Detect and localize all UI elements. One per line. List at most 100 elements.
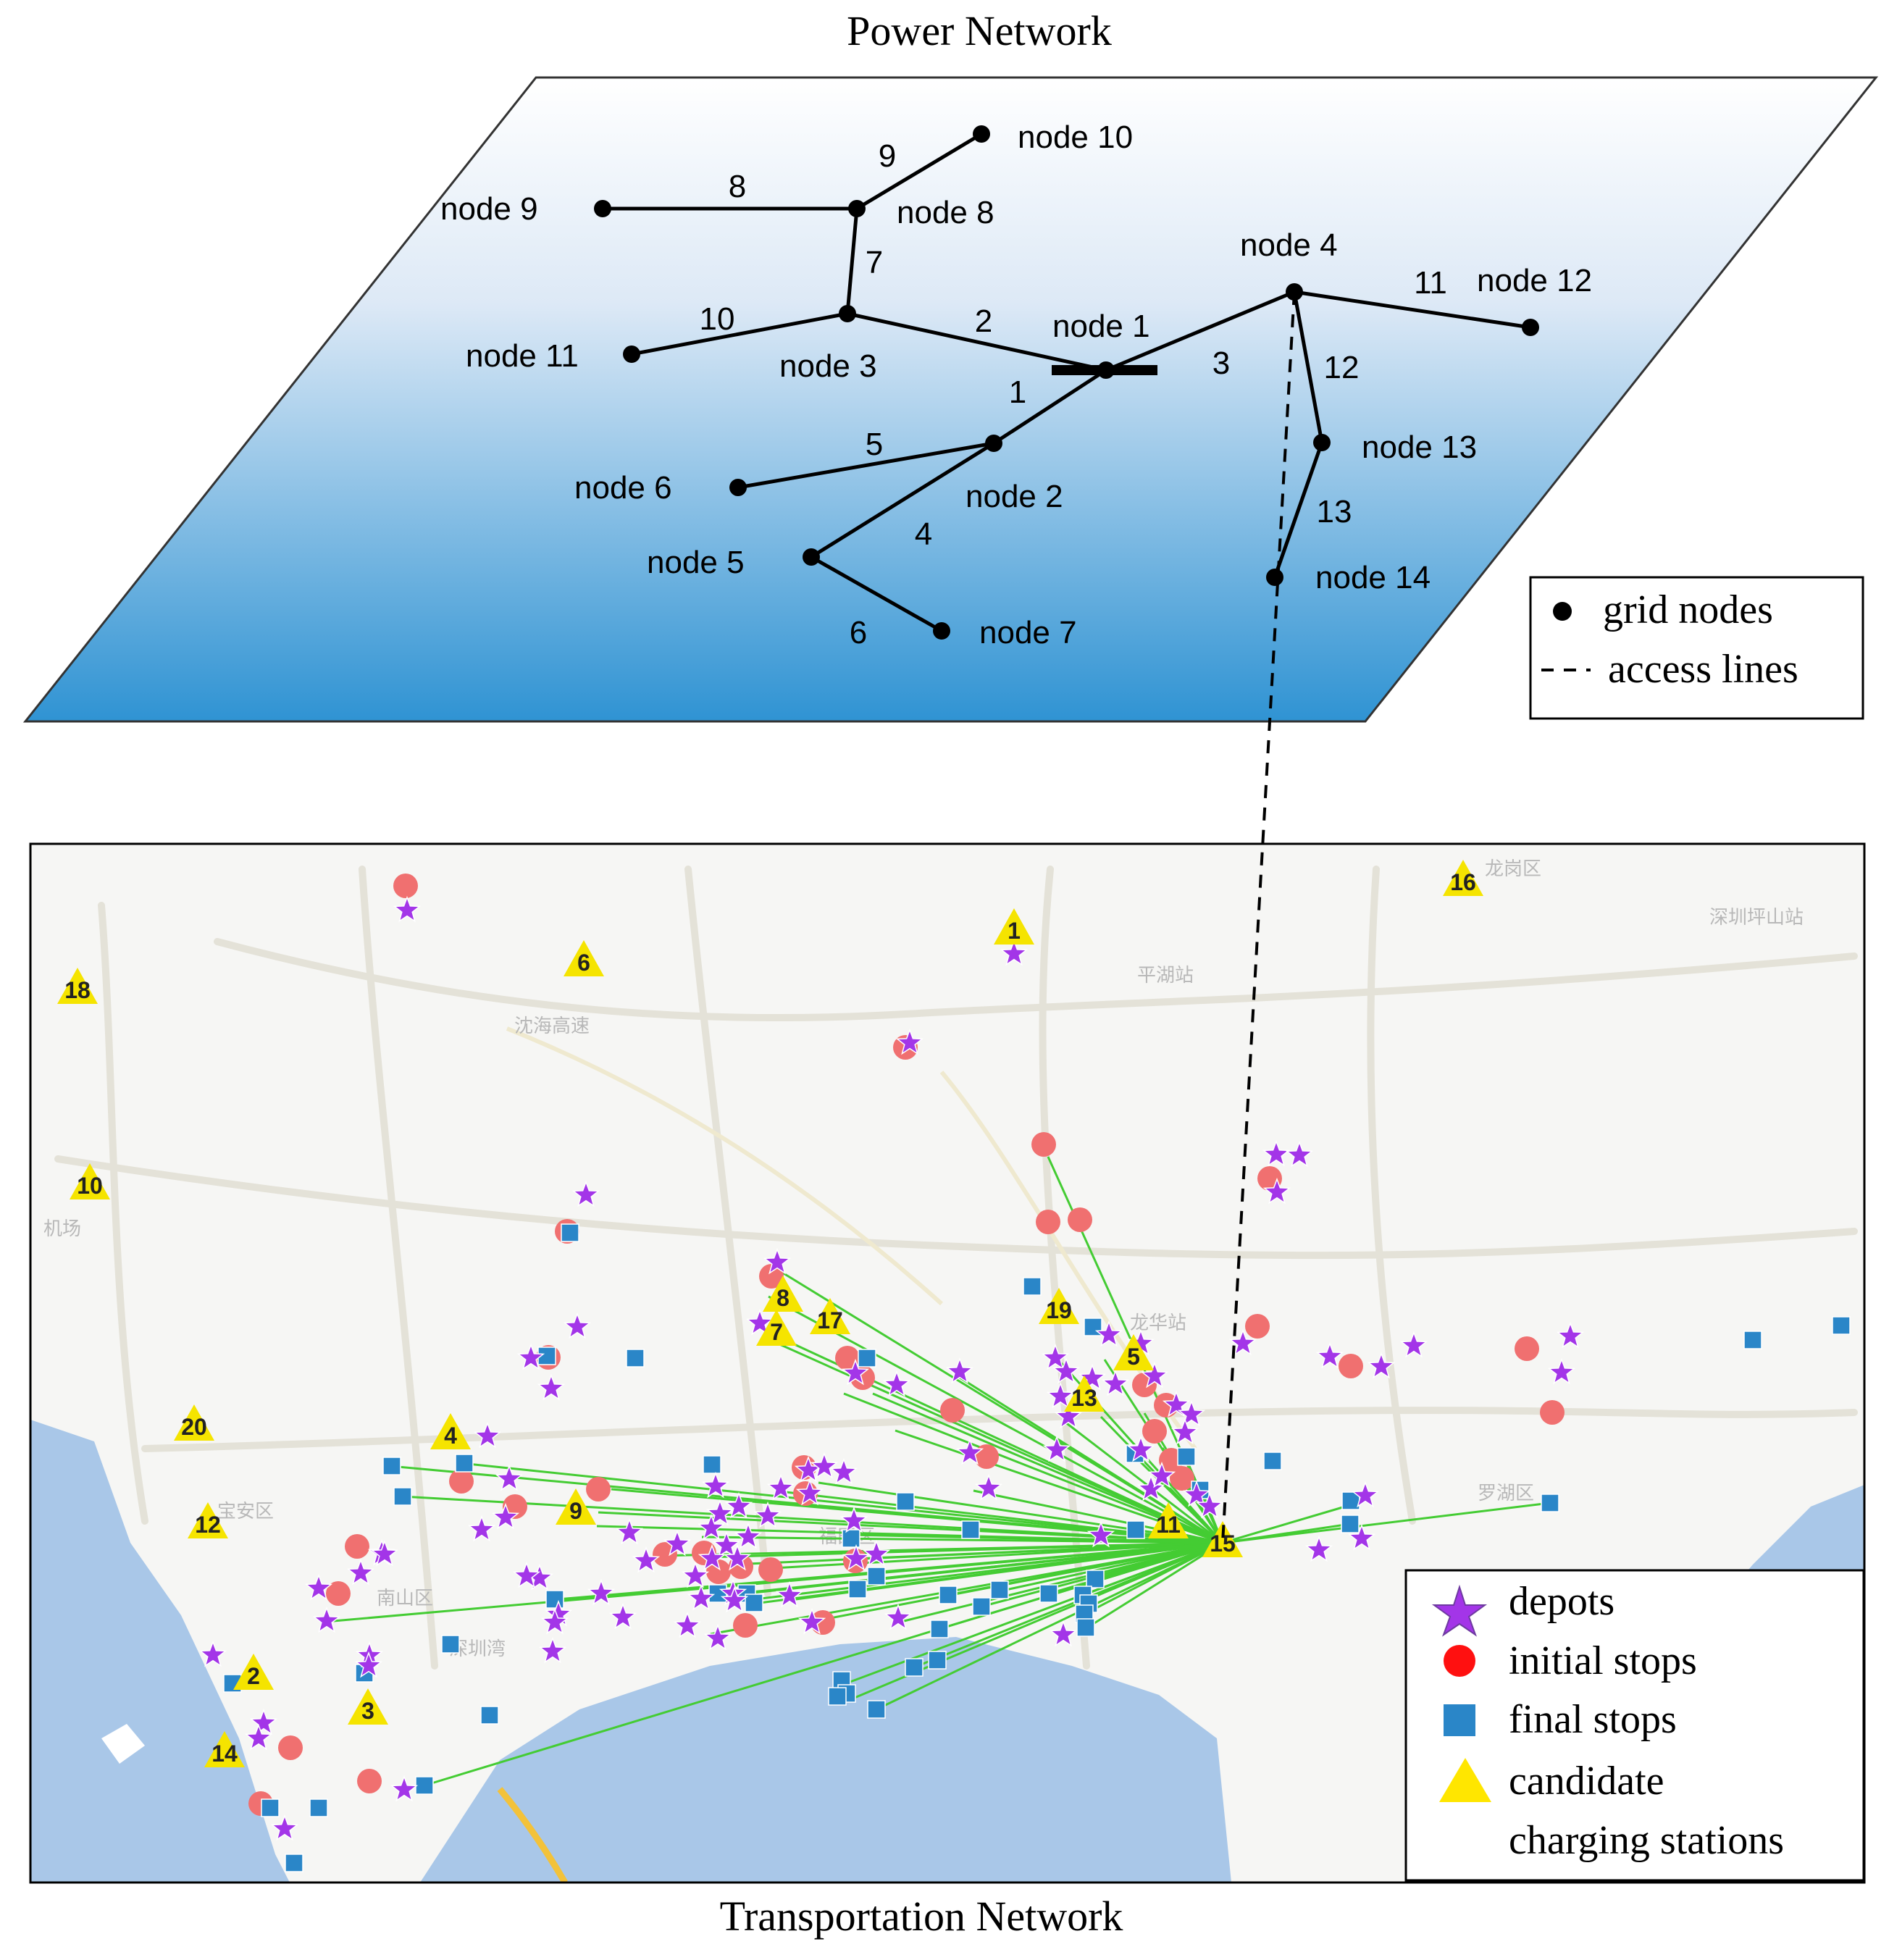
legend-depots-label: depots [1509,1579,1614,1624]
depot-star-icon [1101,1369,1130,1396]
initial-stop [1170,1466,1194,1491]
map-label-longhua: 龙华站 [1130,1312,1186,1333]
depot-star-icon [608,1602,637,1630]
branch-label: 6 [850,615,867,650]
route-line [769,1339,1223,1544]
candidate-station-triangle-icon [70,1163,110,1199]
power-network-title: Power Network [847,7,1112,54]
branch-label: 12 [1324,350,1360,385]
depot-star-icon [797,1607,826,1635]
transport-legend: depots initial stops final stops candida… [1404,1569,1865,1882]
station-number: 2 [247,1663,260,1689]
route-line [730,1541,1223,1604]
final-stop [545,1590,564,1609]
route-line [596,1525,1223,1544]
depot-star-icon [1262,1139,1291,1167]
route-line [401,1495,1223,1544]
node-label: node 10 [1018,120,1133,155]
depot-star-icon [701,1471,730,1499]
initial-stop [393,874,418,898]
final-stop [480,1706,499,1725]
candidate-station-triangle-icon [1202,1521,1243,1557]
depot-star-icon [1228,1328,1257,1356]
node-label: node 7 [979,615,1077,650]
final-stop [905,1658,923,1677]
depot-star-icon [839,1506,868,1533]
final-stop [393,1487,412,1506]
depot-star-icon [1262,1177,1291,1205]
route-line [1222,1502,1551,1544]
candidate-station-triangle-icon [204,1731,245,1767]
branch-label: 2 [975,303,992,339]
candidate-station-triangle-icon [756,1310,797,1346]
depot-star-icon [393,895,422,923]
depot-star-icon [1399,1331,1428,1358]
candidate-station-triangle-icon [763,1276,803,1312]
route-line [876,1541,1223,1711]
station-number: 11 [1156,1512,1181,1538]
depot-star-icon [390,1775,419,1802]
initial-stop [1245,1314,1270,1339]
branch-line [810,441,995,559]
branch-line [1273,442,1324,578]
legend-depot-star-icon [1431,1584,1488,1637]
branch-label: 4 [915,516,932,552]
depot-star-icon [1126,1435,1155,1462]
depot-star-icon [1086,1520,1115,1548]
station-number: 12 [195,1512,221,1538]
initial-stop [449,1469,474,1494]
depot-star-icon [1162,1390,1191,1417]
depot-star-icon [1182,1480,1211,1507]
map-label-pinghu: 平湖站 [1137,964,1194,986]
final-stop [928,1651,947,1670]
depot-star-icon [1136,1474,1165,1502]
final-stop [828,1687,847,1706]
legend-access-lines-label: access lines [1608,647,1798,692]
final-stop [708,1584,727,1603]
depot-star-icon [687,1583,716,1611]
map-label-nanshan: 南山区 [377,1587,433,1609]
depot-star-icon [829,1457,858,1485]
final-stop [441,1635,460,1654]
legend-final-stop-icon [1444,1704,1475,1736]
route-line [843,1392,1223,1544]
branch-line [1105,290,1295,372]
final-stop [930,1620,949,1638]
branch-label: 3 [1212,345,1230,381]
depot-star-icon [1049,1620,1078,1647]
final-stop [285,1854,303,1872]
depot-star-icon [346,1558,375,1586]
route-line [1083,1541,1223,1596]
legend-charging-stations-label: charging stations [1509,1818,1784,1863]
depot-star-icon [537,1373,566,1401]
legend-initial-stops-label: initial stops [1509,1638,1697,1683]
branch-line [737,441,994,490]
legend-candidate-label: candidate [1509,1759,1664,1804]
final-stop [415,1776,434,1795]
depot-star-icon [663,1529,692,1557]
initial-stop [1036,1210,1060,1234]
grid-node [1313,434,1331,451]
branch-line [1294,290,1531,330]
depot-star-icon [571,1180,600,1207]
node-label: node 3 [779,348,877,384]
depot-star-icon [495,1464,524,1491]
branch-line [992,368,1107,445]
station-number: 18 [64,977,91,1003]
candidate-station-triangle-icon [556,1488,596,1525]
station-number: 4 [444,1423,457,1449]
final-stop [1039,1584,1058,1603]
grid-node [623,345,640,363]
initial-stop [357,1769,382,1793]
depot-star-icon [1351,1481,1380,1508]
depot-star-icon [810,1452,839,1479]
station-number: 13 [1071,1385,1097,1411]
grid-node [985,435,1002,452]
initial-stop [586,1477,611,1502]
final-stop [848,1580,867,1599]
candidate-station-triangle-icon [233,1654,274,1690]
candidate-station-triangle-icon [1113,1334,1154,1370]
route-line [710,1541,1223,1636]
depot-star-icon [1304,1535,1333,1562]
node-label: node 6 [574,470,672,506]
